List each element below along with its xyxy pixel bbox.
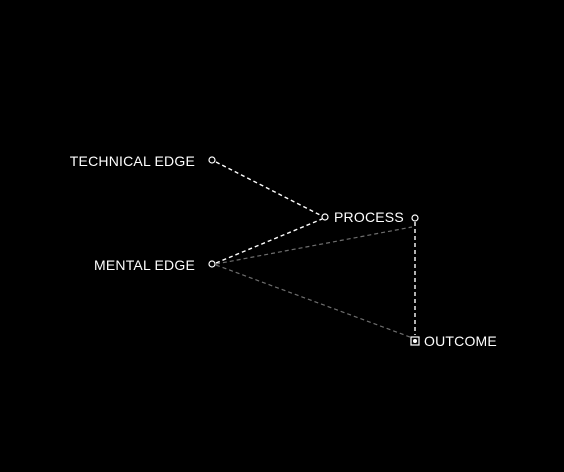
port-process-out-icon[interactable]: [411, 214, 419, 222]
outcome-marker-icon[interactable]: [410, 336, 420, 346]
node-label-technical-edge: TECHNICAL EDGE: [69, 153, 195, 169]
edge-mental-to-outcome: [215, 264, 411, 338]
edge-mental-to-process: [215, 218, 323, 264]
port-process-in-icon[interactable]: [321, 213, 329, 221]
node-label-mental-edge: MENTAL EDGE: [94, 257, 195, 273]
edge-mental-to-process-out: [215, 226, 413, 265]
port-technical-edge-icon[interactable]: [208, 156, 216, 164]
node-label-outcome: OUTCOME: [424, 333, 497, 349]
node-label-process: PROCESS: [334, 209, 404, 225]
edge-technical-to-process: [215, 161, 323, 217]
port-mental-edge-icon[interactable]: [208, 260, 216, 268]
